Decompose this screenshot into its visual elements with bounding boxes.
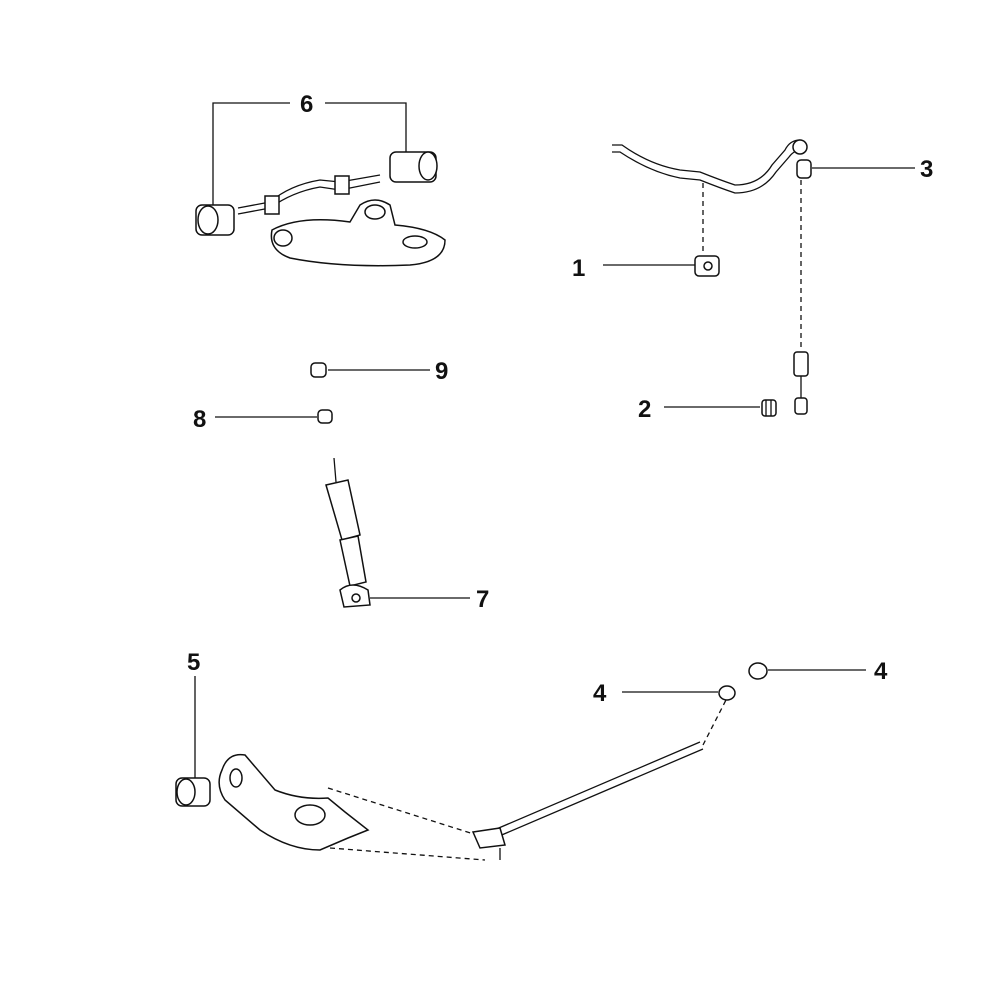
strut-rod-bushing-4-left xyxy=(718,685,736,701)
callout-6: 6 xyxy=(300,91,313,118)
shock-absorber xyxy=(325,457,371,608)
callout-4-right: 4 xyxy=(874,658,888,685)
callout-5: 5 xyxy=(187,649,200,676)
callout-7: 7 xyxy=(476,586,489,613)
stabilizer-bar xyxy=(612,139,808,194)
dashed-guide-4 xyxy=(702,699,727,746)
strut-rod xyxy=(471,741,704,860)
stabilizer-bushing-3 xyxy=(796,159,812,179)
dashed-guide-lower xyxy=(327,787,486,861)
callout-3: 3 xyxy=(920,156,933,183)
upper-arm-bushing-right xyxy=(389,151,438,183)
callout-8: 8 xyxy=(193,406,206,433)
bump-stopper-8 xyxy=(317,409,333,424)
leader-line-6 xyxy=(212,102,407,205)
bump-stopper-9 xyxy=(310,362,327,378)
lower-arm-bushing-5 xyxy=(175,777,211,807)
stabilizer-link-bushing-2 xyxy=(761,399,777,417)
callout-1: 1 xyxy=(572,255,585,282)
stabilizer-bushing-1 xyxy=(694,255,720,277)
upper-arm-bushing-left xyxy=(195,204,235,236)
callout-9: 9 xyxy=(435,358,448,385)
lower-control-arm xyxy=(218,753,370,851)
upper-control-arm xyxy=(237,174,446,267)
strut-rod-bushing-4-right xyxy=(748,662,768,680)
callout-2: 2 xyxy=(638,396,651,423)
stabilizer-link xyxy=(793,351,809,415)
callout-4-left: 4 xyxy=(593,680,607,707)
